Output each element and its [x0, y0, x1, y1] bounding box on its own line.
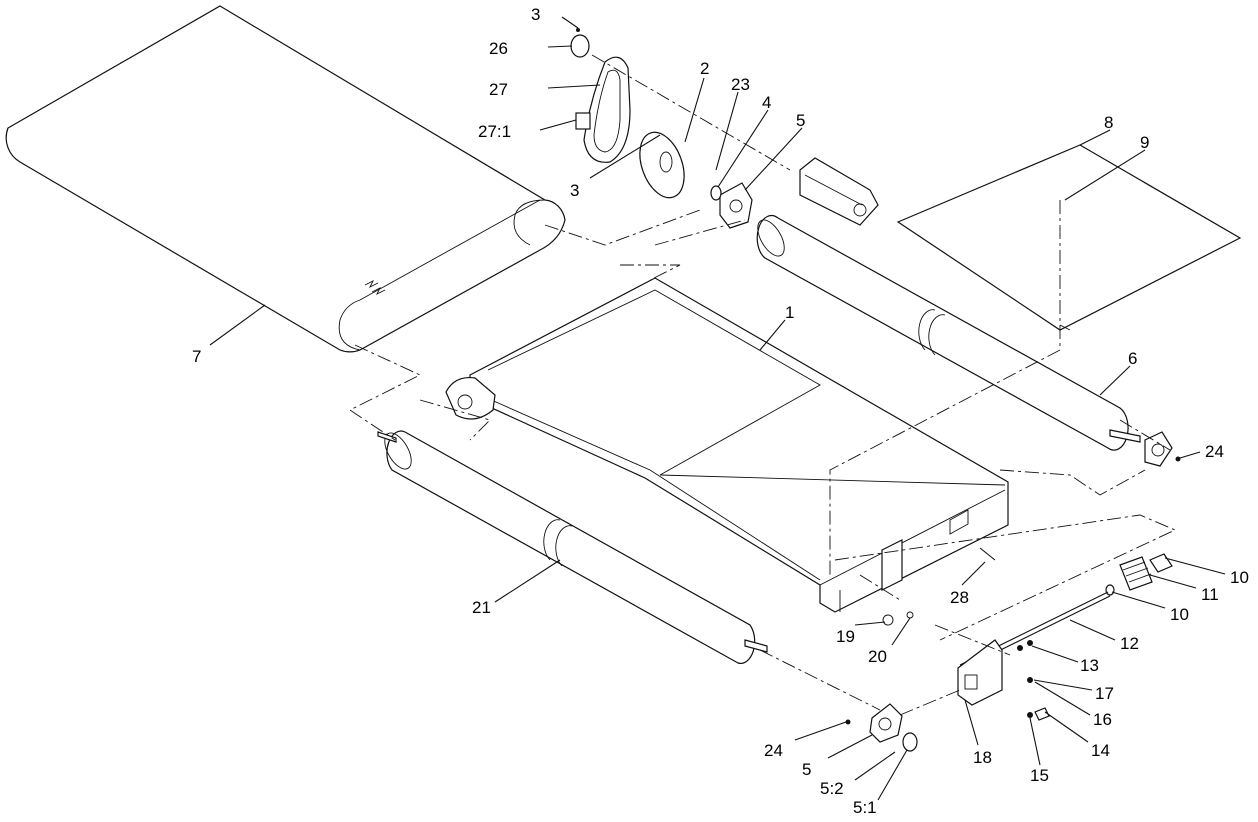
callout-12: 12	[1120, 634, 1139, 653]
top-bearing	[710, 182, 753, 229]
callout-3-top: 3	[531, 5, 540, 24]
callout-18: 18	[973, 748, 992, 767]
callout-5-top: 5	[796, 111, 805, 130]
callout-13: 13	[1080, 656, 1099, 675]
callout-6: 6	[1128, 349, 1137, 368]
drive-chain	[575, 56, 631, 163]
callout-16: 16	[1093, 710, 1112, 729]
callout-7: 7	[192, 347, 201, 366]
callout-27-1: 27:1	[478, 122, 511, 141]
tension-assembly	[882, 547, 1173, 721]
callout-23: 23	[731, 75, 750, 94]
callout-5-1: 5:1	[853, 798, 877, 817]
callout-17: 17	[1095, 684, 1114, 703]
bottom-bearing	[845, 703, 918, 752]
callout-2: 2	[700, 59, 709, 78]
callout-10-top: 10	[1230, 568, 1249, 587]
drive-sprocket	[639, 131, 685, 199]
callout-labels: 3 26 27 27:1 3 2 23 4 5 8 9 7 1 6 24 21 …	[192, 5, 1249, 817]
small-sprocket	[570, 28, 590, 58]
motor	[799, 157, 879, 226]
conveyor-frame	[445, 277, 1009, 613]
leader-lines	[209, 16, 1226, 801]
callout-19: 19	[836, 627, 855, 646]
idler-roller	[377, 430, 768, 664]
cover-plate	[896, 144, 1242, 331]
callout-10-mid: 10	[1170, 605, 1189, 624]
callout-21: 21	[472, 598, 491, 617]
callout-24-right: 24	[1205, 442, 1224, 461]
callout-28: 28	[950, 588, 969, 607]
callout-24-left: 24	[764, 741, 783, 760]
conveyor-belt	[5, 5, 566, 353]
callout-15: 15	[1030, 766, 1049, 785]
drive-roller	[756, 214, 1181, 467]
callout-9: 9	[1140, 133, 1149, 152]
callout-4: 4	[762, 93, 771, 112]
callout-11: 11	[1201, 585, 1219, 604]
callout-5-2: 5:2	[820, 779, 844, 798]
callout-14: 14	[1091, 741, 1110, 760]
callout-26: 26	[489, 39, 508, 58]
callout-8: 8	[1104, 113, 1113, 132]
alignment-lines	[349, 54, 1177, 716]
callout-20: 20	[868, 647, 887, 666]
callout-3-mid: 3	[570, 181, 579, 200]
callout-5-bottom: 5	[802, 760, 811, 779]
callout-27: 27	[489, 80, 508, 99]
callout-1: 1	[785, 303, 794, 322]
